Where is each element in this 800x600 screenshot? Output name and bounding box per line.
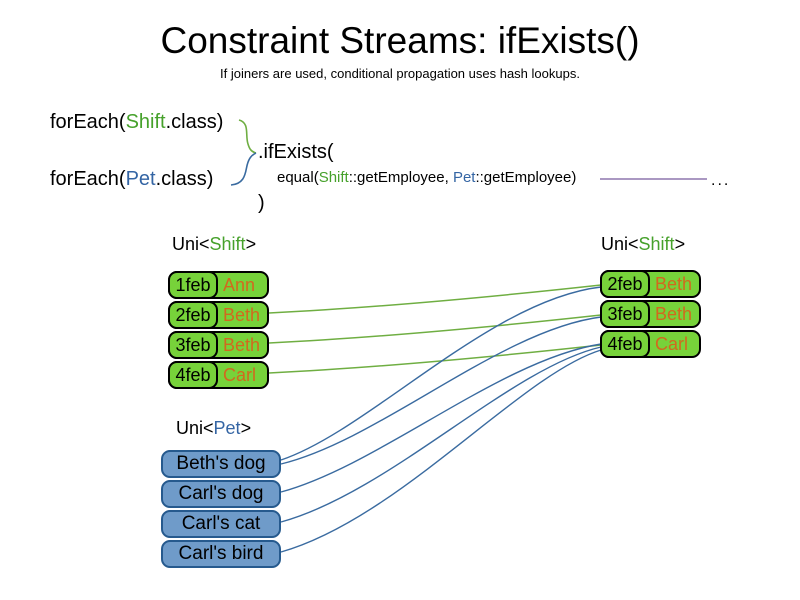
page-title: Constraint Streams: ifExists(): [160, 20, 640, 61]
label-text: >: [245, 234, 257, 254]
brace-lower-blue: [230, 152, 257, 186]
shift-date-cell: 4feb: [600, 330, 650, 358]
label-text: >: [674, 234, 686, 254]
wire-green-4feb: [268, 344, 602, 374]
wire-blue-carls-cat-4feb: [280, 346, 602, 523]
table-row: 1feb Ann: [168, 271, 269, 299]
shift-date-cell: 3feb: [600, 300, 650, 328]
code-text: ::getEmployee,: [348, 169, 453, 186]
right-shift-table-label: Uni<Shift>: [601, 234, 685, 255]
label-text: >: [240, 418, 252, 438]
code-joiner: equal(Shift::getEmployee, Pet::getEmploy…: [277, 169, 576, 186]
code-text: ::getEmployee): [475, 169, 577, 186]
label-text: Uni<: [601, 234, 639, 254]
code-text: .class): [155, 168, 214, 190]
code-if-exists: .ifExists(: [258, 141, 334, 163]
table-row: Beth's dog: [161, 450, 281, 478]
code-text: equal(: [277, 169, 319, 186]
table-row: 3feb Beth: [168, 331, 269, 359]
wire-green-2feb: [268, 284, 602, 314]
table-row: 4feb Carl: [168, 361, 269, 389]
shift-employee-cell: Carl: [223, 365, 257, 385]
shift-employee-cell: Beth: [223, 335, 261, 355]
pet-type-token: Pet: [125, 168, 156, 190]
shift-date-cell: 2feb: [168, 301, 218, 329]
wire-blue-carls-dog-4feb: [280, 343, 602, 493]
table-row: 4feb Carl: [600, 330, 701, 358]
shift-date-cell: 1feb: [168, 271, 218, 299]
shift-employee-cell: Beth: [223, 305, 261, 325]
code-text: forEach(: [50, 168, 126, 190]
label-text: Uni<: [176, 418, 214, 438]
shift-date-cell: 3feb: [168, 331, 218, 359]
table-row: 2feb Beth: [600, 270, 701, 298]
shift-date-cell: 2feb: [600, 270, 650, 298]
pet-type-token: Pet: [213, 418, 241, 438]
brace-upper-green: [238, 119, 257, 154]
code-foreach-shift: forEach(Shift.class): [50, 111, 223, 134]
ellipsis-text: ...: [711, 172, 731, 189]
wire-blue-beths-dog-3feb: [280, 316, 602, 465]
shift-type-token: Shift: [125, 111, 166, 133]
wire-blue-beths-dog-2feb: [280, 286, 602, 461]
shift-employee-cell: Beth: [655, 304, 693, 324]
pet-table-label: Uni<Pet>: [176, 418, 251, 439]
code-close-paren: ): [258, 192, 265, 214]
wire-green-3feb: [268, 314, 602, 344]
left-shift-table-label: Uni<Shift>: [172, 234, 256, 255]
table-row: Carl's bird: [161, 540, 281, 568]
table-row: 3feb Beth: [600, 300, 701, 328]
shift-employee-cell: Beth: [655, 274, 693, 294]
code-text: forEach(: [50, 111, 126, 133]
shift-type-token: Shift: [318, 169, 349, 186]
shift-type-token: Shift: [209, 234, 246, 254]
table-row: Carl's cat: [161, 510, 281, 538]
table-row: 2feb Beth: [168, 301, 269, 329]
label-text: Uni<: [172, 234, 210, 254]
shift-type-token: Shift: [638, 234, 675, 254]
code-text: .class): [165, 111, 224, 133]
page-subtitle: If joiners are used, conditional propaga…: [220, 66, 580, 81]
shift-date-cell: 4feb: [168, 361, 218, 389]
pet-type-token: Pet: [452, 169, 476, 186]
code-foreach-pet: forEach(Pet.class): [50, 168, 213, 191]
table-row: Carl's dog: [161, 480, 281, 508]
shift-employee-cell: Carl: [655, 334, 689, 354]
shift-employee-cell: Ann: [223, 275, 256, 295]
wire-blue-carls-bird-4feb: [280, 349, 602, 553]
